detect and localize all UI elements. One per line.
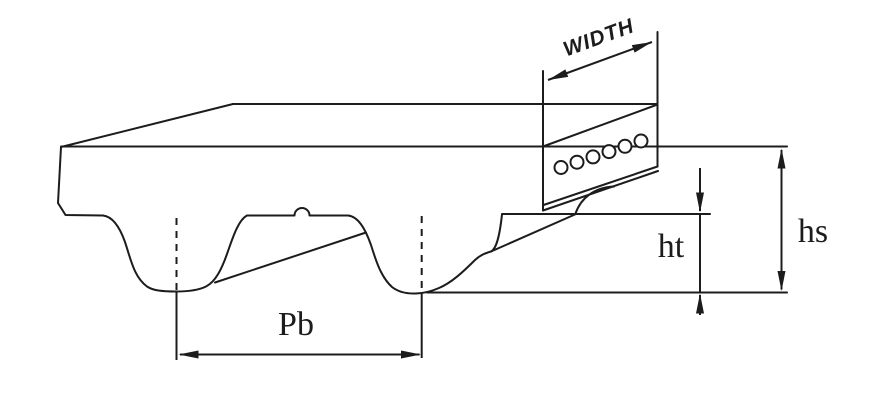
hs-arrowhead-bottom (777, 271, 786, 291)
cord-circle-4 (601, 144, 617, 160)
ht-dimension: ht (658, 168, 704, 315)
land-1-back-edge (214, 231, 367, 284)
width-arrowhead-right (631, 42, 652, 53)
width-arrowhead-left (548, 69, 569, 80)
hs-label: hs (798, 213, 828, 250)
width-label: WIDTH (560, 14, 637, 61)
ht-label: ht (658, 228, 685, 265)
tooth-center-lines (175, 216, 423, 360)
cord-circle-2 (569, 154, 585, 170)
cut-face-top-edge (542, 103, 659, 148)
cut-face-bottom-edge-lower (542, 170, 659, 212)
land-2-back-edge (490, 213, 577, 253)
cord-circle-3 (585, 149, 601, 165)
belt-left-edge (57, 146, 104, 217)
cut-face-bottom-edge-upper (542, 165, 659, 206)
ht-arrowhead-up (696, 293, 704, 314)
width-dimension: WIDTH (547, 14, 653, 81)
tensile-cords (553, 133, 649, 175)
pb-label: Pb (278, 306, 314, 343)
pb-dimension: Pb (178, 306, 421, 359)
ht-arrowhead-down (696, 192, 704, 213)
pb-arrowhead-right (401, 350, 421, 359)
cord-circle-1 (553, 160, 569, 175)
cut-tooth-silhouette (574, 185, 615, 215)
tooth-2-profile (347, 213, 503, 295)
cord-circle-6 (633, 133, 649, 149)
belt-top-left-edge (60, 103, 234, 148)
cord-circle-5 (617, 138, 633, 154)
hs-dimension: hs (777, 148, 828, 291)
land-1-edge (246, 207, 349, 217)
pb-arrowhead-left (178, 350, 199, 359)
hs-arrowhead-top (777, 148, 786, 169)
